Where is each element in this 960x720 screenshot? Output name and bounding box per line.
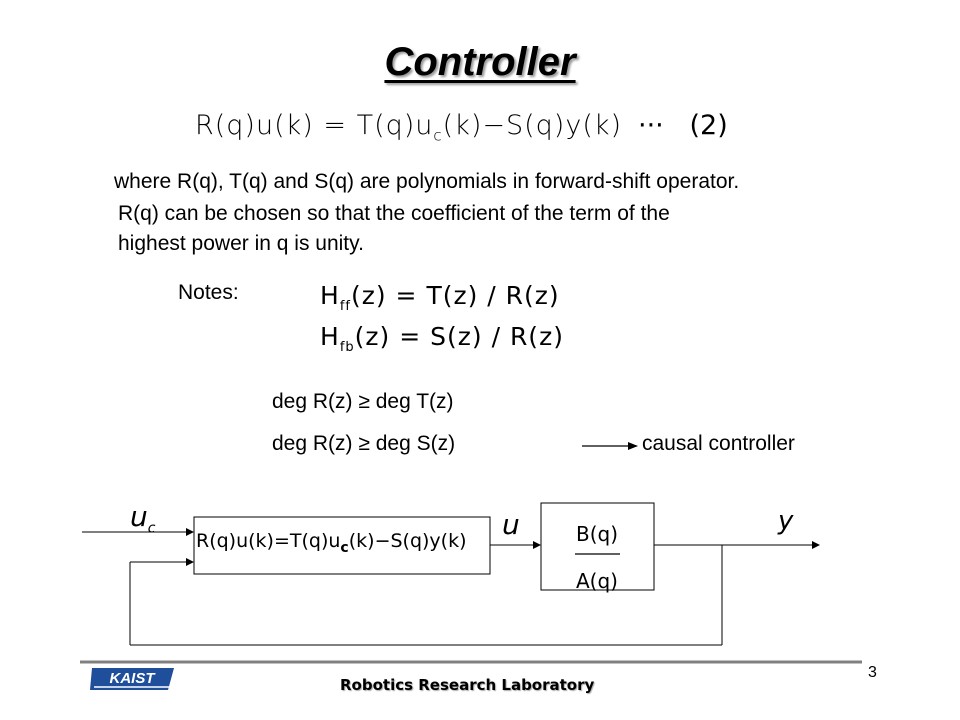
equation-sub-c: c (433, 126, 443, 145)
hff-symbol: H (320, 281, 340, 310)
equation-number: ··· (2) (638, 110, 728, 141)
feedback-arrowhead (186, 558, 194, 566)
page-number: 3 (868, 664, 877, 681)
input-arrowhead (186, 528, 194, 536)
equation-rhs-t: T(q)u (356, 110, 434, 141)
diagram-input-label: uc (130, 500, 155, 537)
controller-eq-sub: c (340, 539, 349, 556)
hfb-symbol: H (320, 322, 340, 351)
kaist-logo: KAIST (90, 668, 174, 690)
plant-block (540, 502, 655, 591)
hff-equation: Hff(z) = T(z) / R(z) (320, 281, 560, 314)
logo-text: KAIST (110, 670, 157, 687)
degree-condition-t: deg R(z) ≥ deg T(z) (272, 390, 454, 413)
implies-arrow-icon (582, 442, 638, 450)
block-diagram (82, 502, 820, 646)
equation-equals: = (323, 110, 348, 141)
equation-dots: ··· (638, 110, 664, 141)
equation-lhs: R(q)u(k) (195, 110, 314, 141)
input-label-main: u (130, 500, 148, 533)
input-label-sub: c (147, 520, 156, 537)
diagram-u-label: u (502, 508, 520, 541)
footer-rule (80, 660, 862, 664)
notes-label: Notes: (178, 281, 239, 304)
controller-eq-right: (k)−S(q)y(k) (348, 530, 467, 552)
hfb-rest: (z) = S(z) / R(z) (354, 322, 564, 351)
hfb-subscript: fb (339, 340, 355, 355)
causal-controller-label: causal controller (642, 432, 795, 455)
hfb-equation: Hfb(z) = S(z) / R(z) (320, 322, 564, 355)
paragraph-line-1: where R(q), T(q) and S(q) are polynomial… (114, 170, 740, 193)
control-arrowhead (533, 541, 541, 549)
equation-number-label: (2) (689, 110, 728, 141)
degree-condition-s: deg R(z) ≥ deg S(z) (272, 432, 456, 455)
controller-equation: R(q)u(k) = T(q)uc(k)−S(q)y(k) (195, 110, 622, 144)
hff-subscript: ff (339, 299, 351, 314)
slide-title: Controller (384, 40, 576, 84)
lab-name: Robotics Research Laboratory (340, 676, 595, 694)
paragraph-line-2: R(q) can be chosen so that the coefficie… (118, 202, 670, 225)
equation-rhs-rest: (k)−S(q)y(k) (442, 110, 623, 141)
plant-denominator: A(q) (576, 569, 618, 593)
paragraph-line-3: highest power in q is unity. (118, 232, 364, 255)
plant-numerator: B(q) (576, 522, 619, 546)
diagram-output-label: y (778, 506, 794, 536)
hff-rest: (z) = T(z) / R(z) (350, 281, 560, 310)
output-arrowhead (812, 541, 820, 549)
diagram-controller-equation: R(q)u(k)=T(q)uc(k)−S(q)y(k) (196, 530, 467, 556)
controller-eq-left: R(q)u(k)=T(q)u (196, 530, 341, 552)
